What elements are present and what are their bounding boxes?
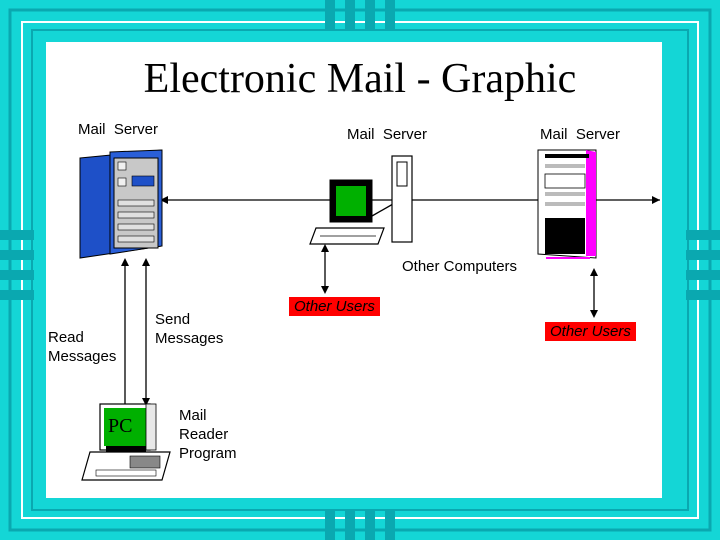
mail-server-left-label: Mail Server — [78, 121, 159, 138]
mail-reader-program-label: Mail Reader Program — [179, 407, 237, 462]
center-workstation-icon — [309, 155, 413, 245]
left-mail-server-icon — [79, 149, 163, 259]
send-messages-label: Send Messages — [155, 311, 224, 347]
arrowhead-right — [652, 196, 660, 204]
other-users-left-box: Other Users — [289, 297, 380, 316]
pc-screen-label: PC — [108, 415, 133, 437]
arrowhead-left — [160, 196, 168, 204]
other-computers-label: Other Computers — [402, 258, 518, 275]
mail-server-center-label: Mail Server — [347, 126, 428, 143]
pc-computer-icon — [81, 403, 171, 481]
right-mail-server-icon — [537, 149, 597, 259]
other-users-right-box: Other Users — [545, 322, 636, 341]
slide-title: Electronic Mail - Graphic — [143, 56, 577, 102]
read-messages-label: Read Messages — [48, 329, 117, 365]
mail-server-right-label: Mail Server — [540, 126, 621, 143]
